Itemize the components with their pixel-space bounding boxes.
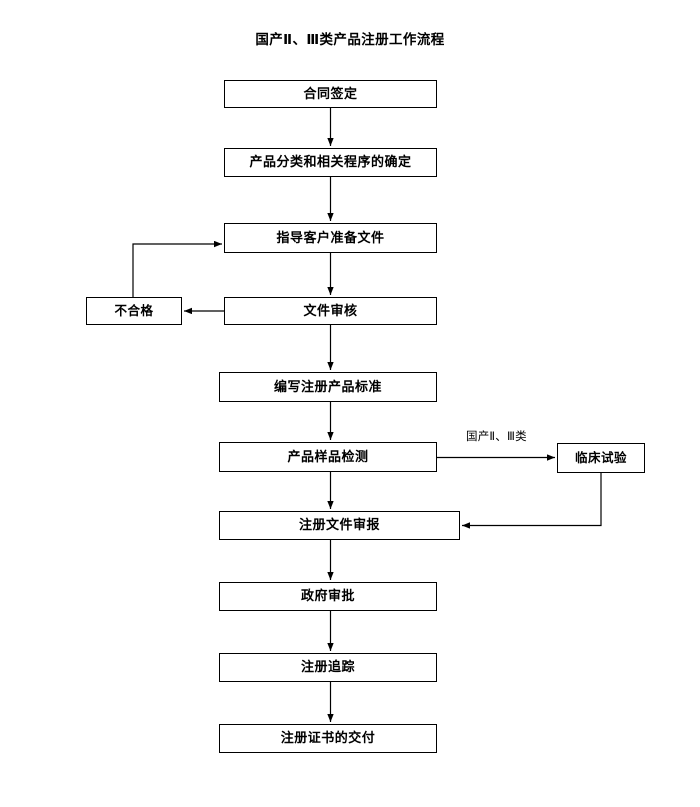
edge-label-domestic-class-2-3: 国产Ⅱ、Ⅲ类	[466, 429, 527, 443]
diagram-title: 国产Ⅱ、Ⅲ类产品注册工作流程	[255, 32, 445, 48]
edge-clinical-return-to-submission	[462, 473, 602, 529]
node-document-review[interactable]: 文件审核	[224, 297, 437, 325]
node-unqualified[interactable]: 不合格	[86, 297, 182, 325]
node-product-classification[interactable]: 产品分类和相关程序的确定	[224, 148, 437, 177]
node-product-sample-testing[interactable]: 产品样品检测	[219, 442, 437, 472]
node-write-registration-standard[interactable]: 编写注册产品标准	[219, 372, 437, 402]
node-certificate-delivery[interactable]: 注册证书的交付	[219, 724, 437, 753]
edge-reject-feedback-to-guidance	[132, 240, 222, 297]
node-registration-tracking[interactable]: 注册追踪	[219, 653, 437, 682]
node-government-approval[interactable]: 政府审批	[219, 582, 437, 611]
node-contract-signing[interactable]: 合同签定	[224, 80, 437, 108]
node-registration-document-submission[interactable]: 注册文件审报	[219, 511, 460, 540]
node-clinical-trial[interactable]: 临床试验	[557, 443, 645, 473]
node-guide-client-documents[interactable]: 指导客户准备文件	[224, 223, 437, 253]
